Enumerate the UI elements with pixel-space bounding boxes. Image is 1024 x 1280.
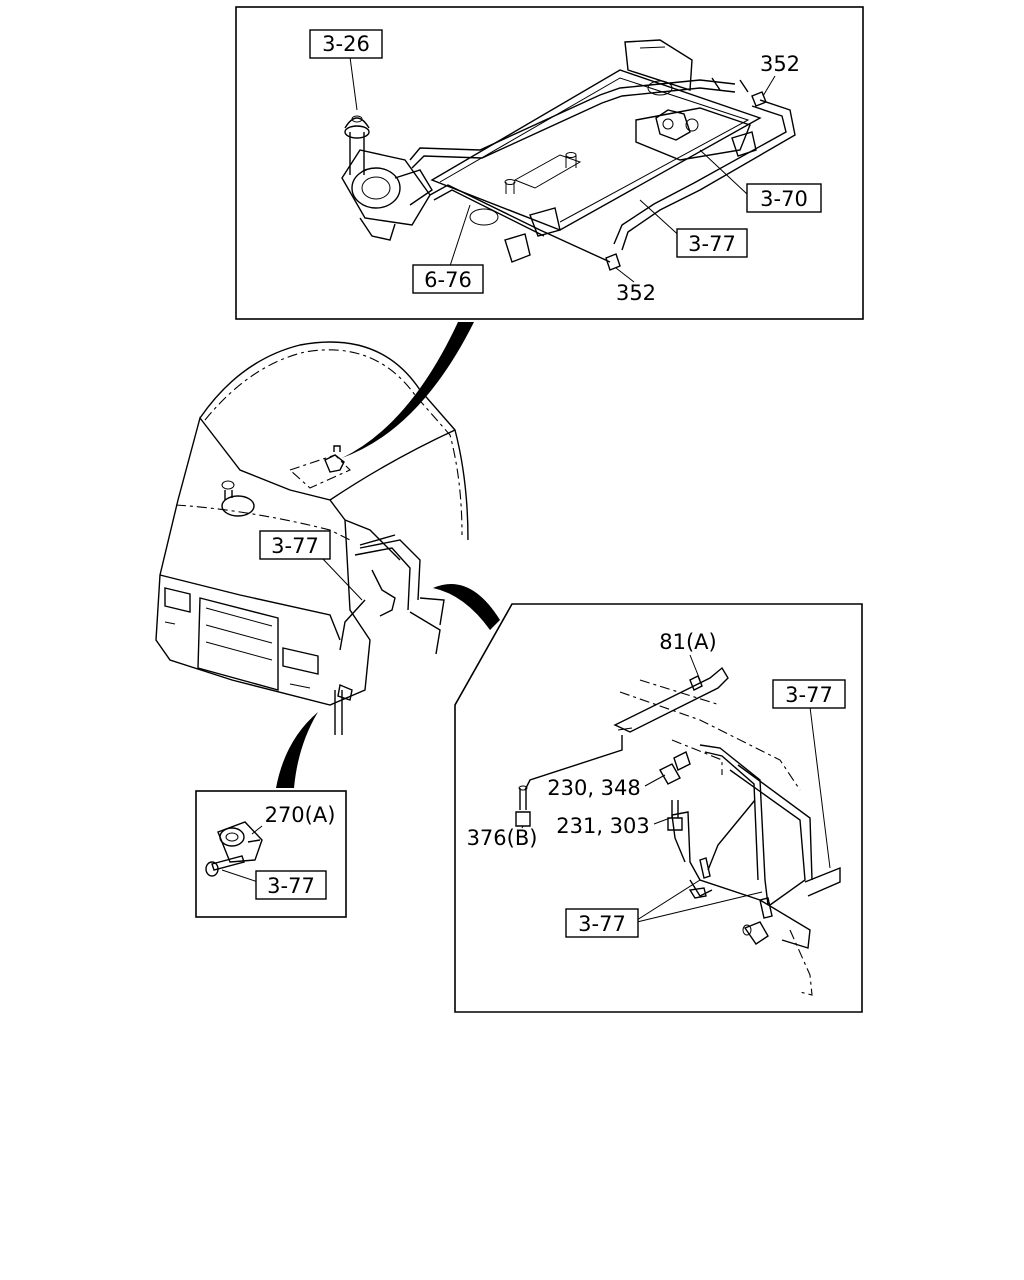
callout-3-70: 3-70 xyxy=(760,187,808,211)
callout-3-26-box xyxy=(309,29,383,59)
callout-3-70-box xyxy=(746,183,822,213)
callout-3-26: 3-26 xyxy=(322,32,370,56)
callout-3-77-cab-box xyxy=(259,530,331,560)
callout-230-348: 230, 348 xyxy=(547,776,641,800)
top-detail-panel: 3-26 352 3-70 3-77 6-76 352 xyxy=(235,6,864,320)
connector-arrow-left xyxy=(276,712,318,788)
callout-6-76: 6-76 xyxy=(424,268,472,292)
callout-3-77-right-bottom: 3-77 xyxy=(578,912,626,936)
connector-arrow-right xyxy=(433,584,500,630)
callout-3-77-right-top: 3-77 xyxy=(785,683,833,707)
callout-3-77-right-top-box xyxy=(772,679,846,709)
callout-3-77-cab: 3-77 xyxy=(271,534,319,558)
callout-270a: 270(A) xyxy=(265,803,336,827)
callout-352-lower: 352 xyxy=(616,281,656,305)
callout-3-77-left-box xyxy=(255,870,327,900)
callout-3-77-top-box xyxy=(676,228,748,258)
truck-cab: 3-77 xyxy=(155,341,469,735)
left-detail-panel: 270(A) 3-77 xyxy=(195,790,347,918)
right-detail-panel: 81(A) 3-77 230, 348 231, 303 376(B) 3-77 xyxy=(454,603,863,1013)
connector-arrow-top xyxy=(342,322,474,458)
callout-81a: 81(A) xyxy=(659,630,716,654)
callout-3-77-left: 3-77 xyxy=(267,874,315,898)
callout-3-77-top: 3-77 xyxy=(688,232,736,256)
callout-6-76-box xyxy=(412,264,484,294)
callout-231-303: 231, 303 xyxy=(556,814,650,838)
callout-3-77-right-bottom-box xyxy=(565,908,639,938)
callout-376b: 376(B) xyxy=(467,826,538,850)
callout-352-upper: 352 xyxy=(760,52,800,76)
